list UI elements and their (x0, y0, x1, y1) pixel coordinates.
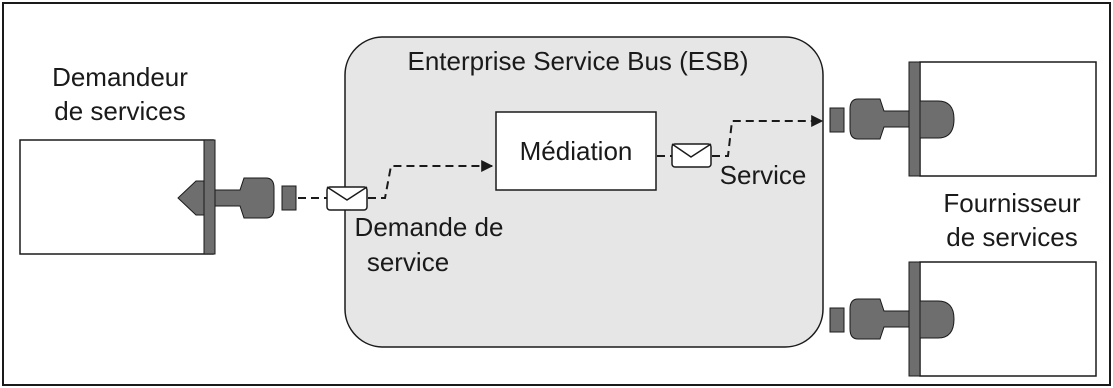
mediation-label: Médiation (520, 136, 633, 166)
request-flow (298, 160, 494, 211)
requester-label-line2: de services (54, 96, 186, 126)
provider-bar-bottom (908, 261, 921, 377)
service-flow (657, 115, 824, 168)
requester-connector (177, 177, 297, 219)
request-label-line1: Demande de (355, 212, 504, 242)
request-envelope-icon (326, 186, 368, 211)
esb-container (344, 36, 824, 348)
provider-label-line2: de services (946, 222, 1078, 252)
provider-label-line1: Fournisseur (943, 188, 1081, 218)
requester-bar (203, 139, 216, 255)
service-label: Service (720, 160, 807, 190)
requester-label-line1: Demandeur (52, 62, 188, 92)
provider-bar-top (908, 61, 921, 177)
provider-connector-top (829, 98, 955, 140)
service-envelope-icon (671, 143, 712, 168)
esb-title: Enterprise Service Bus (ESB) (407, 46, 748, 76)
request-label-line2: service (367, 247, 449, 277)
mediation-box (495, 111, 657, 191)
provider-connector-bottom (829, 298, 955, 340)
